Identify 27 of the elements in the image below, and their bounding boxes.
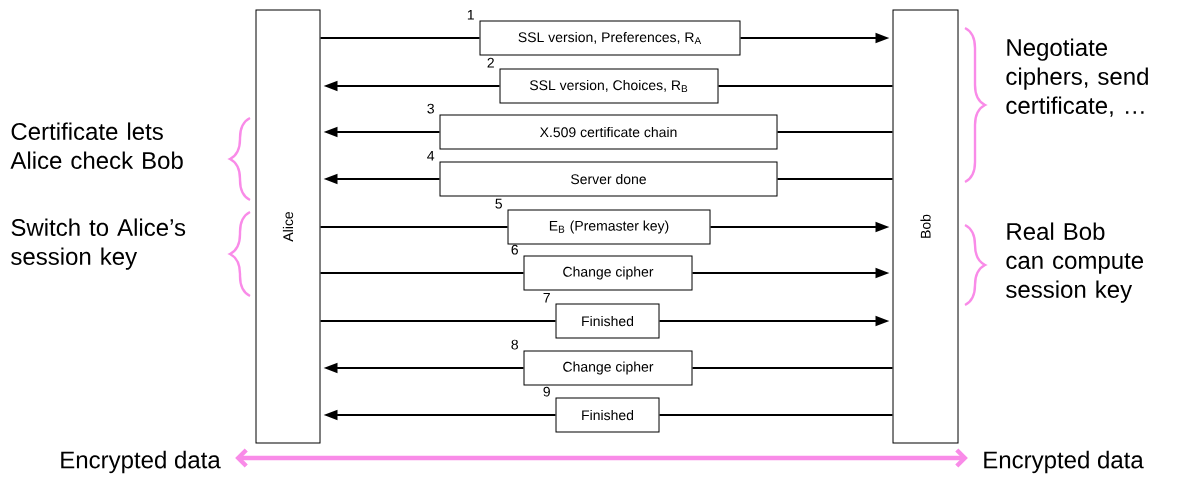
message-box: Change cipher [523, 255, 693, 291]
step-number: 8 [511, 339, 518, 350]
message-box: Change cipher [523, 350, 693, 386]
step-number: 6 [511, 244, 518, 255]
annotation-text: Negotiate ciphers, send certificate, … [1006, 38, 1148, 117]
message-box: Server done [439, 161, 778, 197]
step-number: 9 [543, 386, 550, 397]
annotation-text: Certificate lets Alice check Bob [10, 122, 183, 169]
annotation-text: Switch to Alice’s session key [11, 218, 186, 270]
message-box: Finished [555, 397, 660, 433]
arrow [235, 448, 968, 468]
message-box: SSL version, Choices, R$_{B}$ [499, 68, 719, 104]
step-number: 4 [427, 150, 435, 161]
annotation-text: Real Bob can compute session key [1006, 222, 1144, 303]
step-number: 5 [495, 198, 502, 209]
step-number: 7 [543, 293, 550, 303]
message-box: SSL version, Preferences, R$_{A}$ [479, 20, 741, 56]
message-box: X.509 certificate chain [439, 114, 778, 150]
step-number: 3 [427, 103, 434, 114]
step-number: 1 [467, 9, 474, 20]
caption-text: Encrypted data [61, 450, 221, 474]
participant-box: Alice [255, 9, 321, 444]
participant-box: Bob [892, 9, 959, 444]
message-box: Finished [555, 303, 660, 339]
step-number: 2 [487, 57, 494, 68]
caption-text: Encrypted data [984, 450, 1144, 474]
message-box: E$_{B}$ (Premaster key) [507, 209, 711, 245]
